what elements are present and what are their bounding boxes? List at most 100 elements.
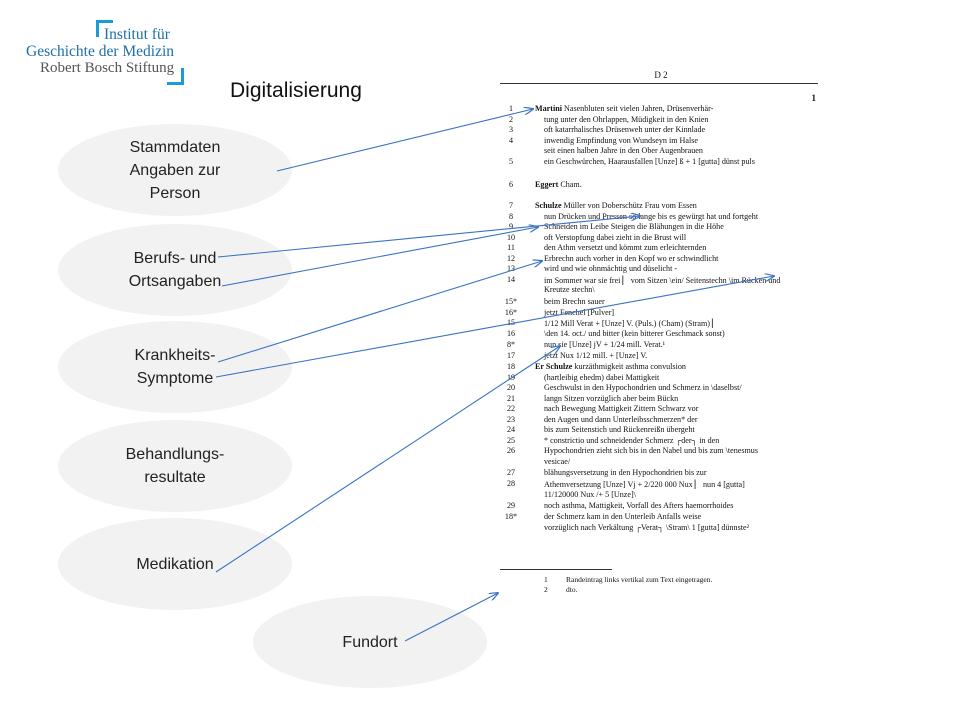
document-line: vesicae/ [500,457,822,468]
document-line: 16 \den 14. oct./ und bitter (kein bitter… [500,329,822,340]
category-line: Medikation [136,555,214,573]
document-line: 24 bis zum Seitenstich und Rückenreißn üb… [500,425,822,436]
footnote-number: 2 [544,585,548,594]
category-line: Person [149,184,201,202]
line-text: bis zum Seitenstich und Rückenreißn über… [544,425,695,434]
line-text: ein Geschwürchen, Haarausfallen [Unze] ß… [544,157,755,166]
category-line: Fundort [342,633,398,651]
document-line: 18*der Schmerz kam in den Unterleib Anfa… [500,512,822,523]
line-text: seit einen halben Jahre in den Ober Auge… [544,146,703,155]
document-line: Kreutze stechn\ [500,285,822,296]
document-line: 15*beim Brechn sauer [500,297,822,308]
document-line: 14 im Sommer war sie frei ▏ vom Sitzen \e… [500,275,822,286]
line-text: \den 14. oct./ und bitter (kein bitterer… [544,328,725,338]
category-stammdaten: Stammdaten Angaben zur Person [58,124,292,216]
category-line: Angaben zur [129,161,221,179]
line-text: vesicae/ [544,456,571,466]
line-number: 21 [506,393,516,403]
line-number: 20 [506,383,516,392]
line-text: nach Bewegung Mattigkeit Zittern Schwarz… [544,404,699,413]
line-text: 11/120000 Nux /+ 5 [Unze]\ [544,489,636,499]
line-number: 10 [506,232,516,242]
header-rule [500,83,818,84]
line-text: oft Verstopfung dabei zieht in die Brust… [544,232,687,242]
document-line: 7 Schulze Müller von Doberschütz Frau vom… [500,201,822,212]
line-text: langn Sitzen vorzüglich aber beim Bückn [544,393,679,403]
line-text: vorzüglich nach Verkältung ┌Verat┐ \Stra… [544,522,750,532]
line-text: nun sie [Unze] jV + 1/24 mill. Verat.¹ [544,340,666,349]
line-number: 17 [506,351,516,360]
line-text: oft katarrhalisches Drüsenweh unter der … [544,125,706,134]
document-line: 8*nun sie [Unze] jV + 1/24 mill. Verat.¹ [500,340,822,351]
patient-name: Er Schulze [535,362,573,371]
category-line: Stammdaten [129,138,221,156]
line-text: Erbrechn auch vorher in den Kopf wo er s… [544,253,719,263]
document-line: 16*jetzt Fenchel [Pulver] [500,308,822,319]
line-text: den Athm versetzt und kömmt zum erleicht… [544,243,707,252]
footnote-text: dto. [566,585,578,594]
line-text: noch asthma, Mattigkeit, Vorfall des Aft… [544,501,734,510]
line-number: 15 [506,318,516,327]
line-number: 8 [508,211,514,221]
category-line: resultate [144,469,206,486]
category-line: Krankheits- [134,347,216,364]
document-line: 20 Geschwulst in den Hypochondrien und Sc… [500,383,822,394]
category-fundort: Fundort [253,596,487,688]
line-number: 27 [506,468,516,477]
line-number: 14 [506,274,516,284]
document-code: D 2 [654,70,668,80]
document-line: 25* constrictio und schneidender Schmerz… [500,436,822,447]
category-line: Berufs- und [133,250,217,267]
line-text: Geschwulst in den Hypochondrien und Schm… [544,383,742,392]
footnote-number: 1 [544,575,548,584]
line-text: Schneiden im Leibe Steigen die Blähungen… [544,222,724,231]
category-krankheits-symptome: Krankheits- Symptome [58,321,292,413]
line-number: 15* [504,297,518,306]
category-line: Symptome [136,370,214,387]
document-line: 18 Er Schulze kurzäthmigkeit asthma convu… [500,362,822,373]
patient-name: Eggert [535,180,559,189]
document-line: 11/120000 Nux /+ 5 [Unze]\ [500,490,822,501]
footnote-rule [500,569,612,570]
line-number: 18 [506,362,516,371]
line-text: im Sommer war sie frei ▏ vom Sitzen \ein… [544,275,781,285]
line-number: 7 [508,201,514,210]
line-text: Hypochondrien zieht sich bis in den Nabe… [544,446,758,455]
category-medikation: Medikation [58,518,292,610]
document-line: 21 langn Sitzen vorzüglich aber beim Bück… [500,394,822,405]
line-number: 23 [506,414,516,424]
document-line: vorzüglich nach Verkältung ┌Verat┐ \Stra… [500,523,822,534]
line-number: 1 [508,104,514,113]
document-line: 17 jetzt Nux 1/12 mill. + [Unze] V. [500,351,822,362]
line-number: 3 [508,125,514,134]
line-text: * constrictio und schneidender Schmerz ┌… [544,435,720,445]
logo-line-1: Institut für [104,26,170,43]
page-number: 1 [811,93,817,103]
footnote-text: Randeintrag links vertikal zum Text eing… [566,575,713,584]
line-text: inwendig Empfindung von Wundseyn im Hals… [544,135,698,145]
line-text: Martini Nasenbluten seit vielen Jahren, … [535,104,714,113]
line-text: Er Schulze kurzäthmigkeit asthma convuls… [535,362,686,371]
line-number: 16 [506,328,516,338]
line-text: jetzt Nux 1/12 mill. + [Unze] V. [544,351,648,360]
line-number: 6 [508,180,514,189]
line-text: Schulze Müller von Doberschütz Frau vom … [535,201,697,210]
slide-title: Digitalisierung [230,79,362,102]
logo-bracket-bottom-right [167,68,184,85]
line-text: (hartleibig ehedm) dabei Mattigkeit [544,372,660,382]
category-line: Ortsangaben [128,273,222,290]
line-number: 24 [506,425,516,434]
category-behandlungsresultate: Behandlungs- resultate [58,420,292,512]
line-text: Kreutze stechn\ [544,285,595,294]
